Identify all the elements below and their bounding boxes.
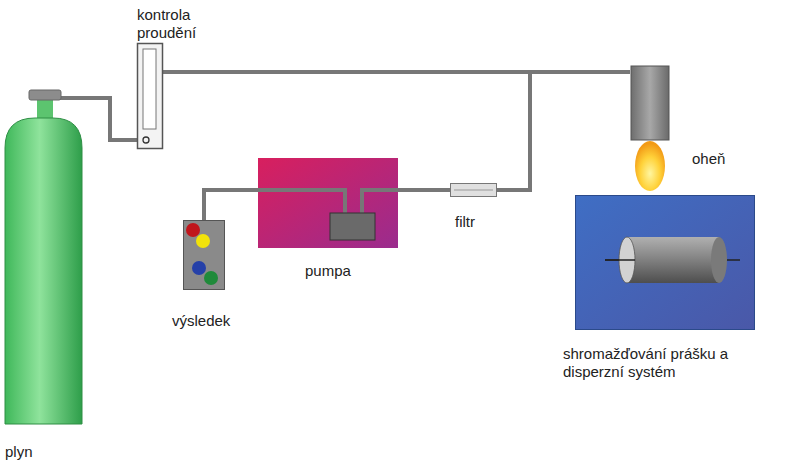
- result-panel: výsledek: [183, 220, 225, 290]
- flow-control-outline: [137, 43, 163, 149]
- gas-pipe: [398, 188, 450, 192]
- torch-flame: oheň: [630, 66, 670, 194]
- collection-system: shromažďování prášku a disperzní systém: [575, 195, 755, 330]
- pump-box-outline: [258, 158, 398, 248]
- part-label: filtr: [455, 213, 515, 231]
- part-label: shromažďování prášku a disperzní systém: [563, 345, 753, 381]
- collection-system-outline: [575, 195, 755, 330]
- gas-pipe: [204, 190, 258, 220]
- part-label: výsledek: [172, 312, 262, 330]
- pump-box: pumpa: [258, 158, 398, 248]
- flow-control: kontrola proudění: [137, 43, 163, 149]
- result-panel-outline: [183, 220, 225, 290]
- gas-pipe: [85, 98, 137, 140]
- filter-outline: [450, 183, 497, 197]
- part-label: oheň: [692, 150, 752, 168]
- part-label: pumpa: [305, 262, 385, 280]
- gas-pipe: [497, 72, 630, 190]
- torch-flame-outline: [630, 66, 670, 194]
- gas-cylinder: plyn: [5, 88, 85, 428]
- part-label: plyn: [5, 443, 65, 461]
- filter: filtr: [450, 183, 497, 197]
- part-label: kontrola proudění: [137, 6, 227, 42]
- gas-cylinder-outline: [5, 88, 85, 428]
